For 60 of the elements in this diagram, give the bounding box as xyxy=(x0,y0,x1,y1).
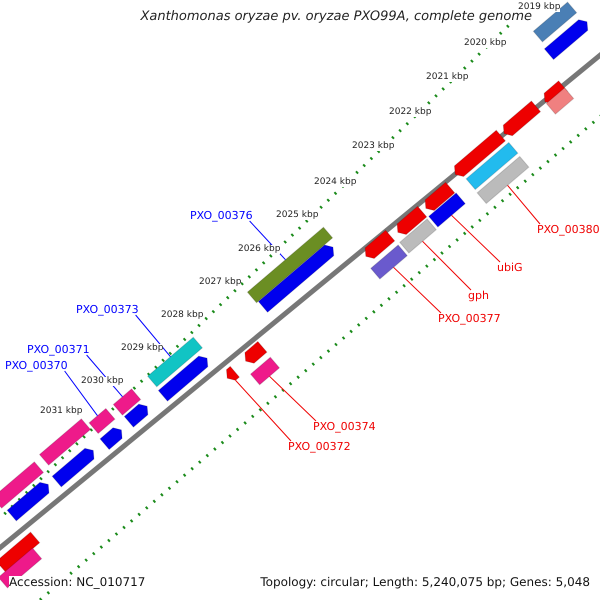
gene-bar xyxy=(88,408,116,434)
leader-line xyxy=(269,376,316,422)
gene-label: PXO_00377 xyxy=(438,313,501,324)
gene-bar xyxy=(52,448,95,488)
gene-bar xyxy=(112,388,142,416)
gene-bar xyxy=(364,230,396,260)
gene-bar xyxy=(370,244,408,280)
gene-bar xyxy=(146,336,204,388)
leader-line xyxy=(451,214,500,262)
scale-label: 2024 kbp xyxy=(314,178,356,187)
gene-bar xyxy=(546,87,574,115)
gene-bar xyxy=(250,356,280,386)
scale-label: 2023 kbp xyxy=(352,142,394,151)
scale-label: 2022 kbp xyxy=(389,108,432,117)
title: Xanthomonas oryzae pv. oryzae PXO99A, complete genome xyxy=(140,10,532,23)
gene-bar xyxy=(476,156,530,204)
scale-label: 2026 kbp xyxy=(238,245,280,254)
gene-label: PXO_00370 xyxy=(5,360,68,371)
accession-text: Accession: NC_010717 xyxy=(9,576,146,588)
leader-line xyxy=(135,314,171,358)
genome-summary-text: Topology: circular; Length: 5,240,075 bp; Genes: 5,048 xyxy=(260,576,590,588)
gene-label: PXO_00376 xyxy=(190,210,253,221)
scale-label: 2020 kbp xyxy=(464,39,506,48)
scale-label: 2028 kbp xyxy=(161,311,204,320)
leader-line xyxy=(235,380,292,442)
gene-bar xyxy=(0,461,44,509)
gene-bar xyxy=(99,427,123,450)
leader-line xyxy=(422,240,472,290)
gene-bar xyxy=(396,206,428,236)
gene-label: PXO_00371 xyxy=(27,344,90,355)
leader-line xyxy=(64,370,98,416)
scale-label: 2021 kbp xyxy=(426,73,468,82)
scale-label: 2025 kbp xyxy=(276,211,318,220)
gene-label: PXO_00374 xyxy=(313,421,376,432)
leader-line xyxy=(507,184,540,224)
gene-bar xyxy=(226,366,240,381)
gene-bar xyxy=(428,192,466,228)
gene-bar xyxy=(158,356,208,402)
scale-label: 2019 kbp xyxy=(518,3,560,12)
gene-label: ubiG xyxy=(497,262,523,273)
gene-label: PXO_00380 xyxy=(537,224,600,235)
scale-label: 2027 kbp xyxy=(199,278,242,287)
gene-label: PXO_00372 xyxy=(288,441,351,452)
scale-label: 2031 kbp xyxy=(40,407,82,416)
gene-bar xyxy=(399,218,437,254)
gene-bar xyxy=(502,100,542,136)
gene-bar xyxy=(244,340,268,364)
gene-bar xyxy=(454,130,506,178)
gene-bar xyxy=(6,482,50,522)
scale-label: 2029 kbp xyxy=(121,344,164,353)
scale-label: 2030 kbp xyxy=(81,377,124,386)
gene-bar xyxy=(0,531,40,573)
gene-bar xyxy=(544,19,588,60)
gene-bar xyxy=(465,142,519,190)
gene-bar xyxy=(124,404,148,428)
gene-label: PXO_00373 xyxy=(76,304,139,315)
gene-bar xyxy=(424,182,456,212)
leader-line xyxy=(393,266,442,314)
gene-bar xyxy=(38,418,92,466)
gene-label: gph xyxy=(468,290,489,301)
